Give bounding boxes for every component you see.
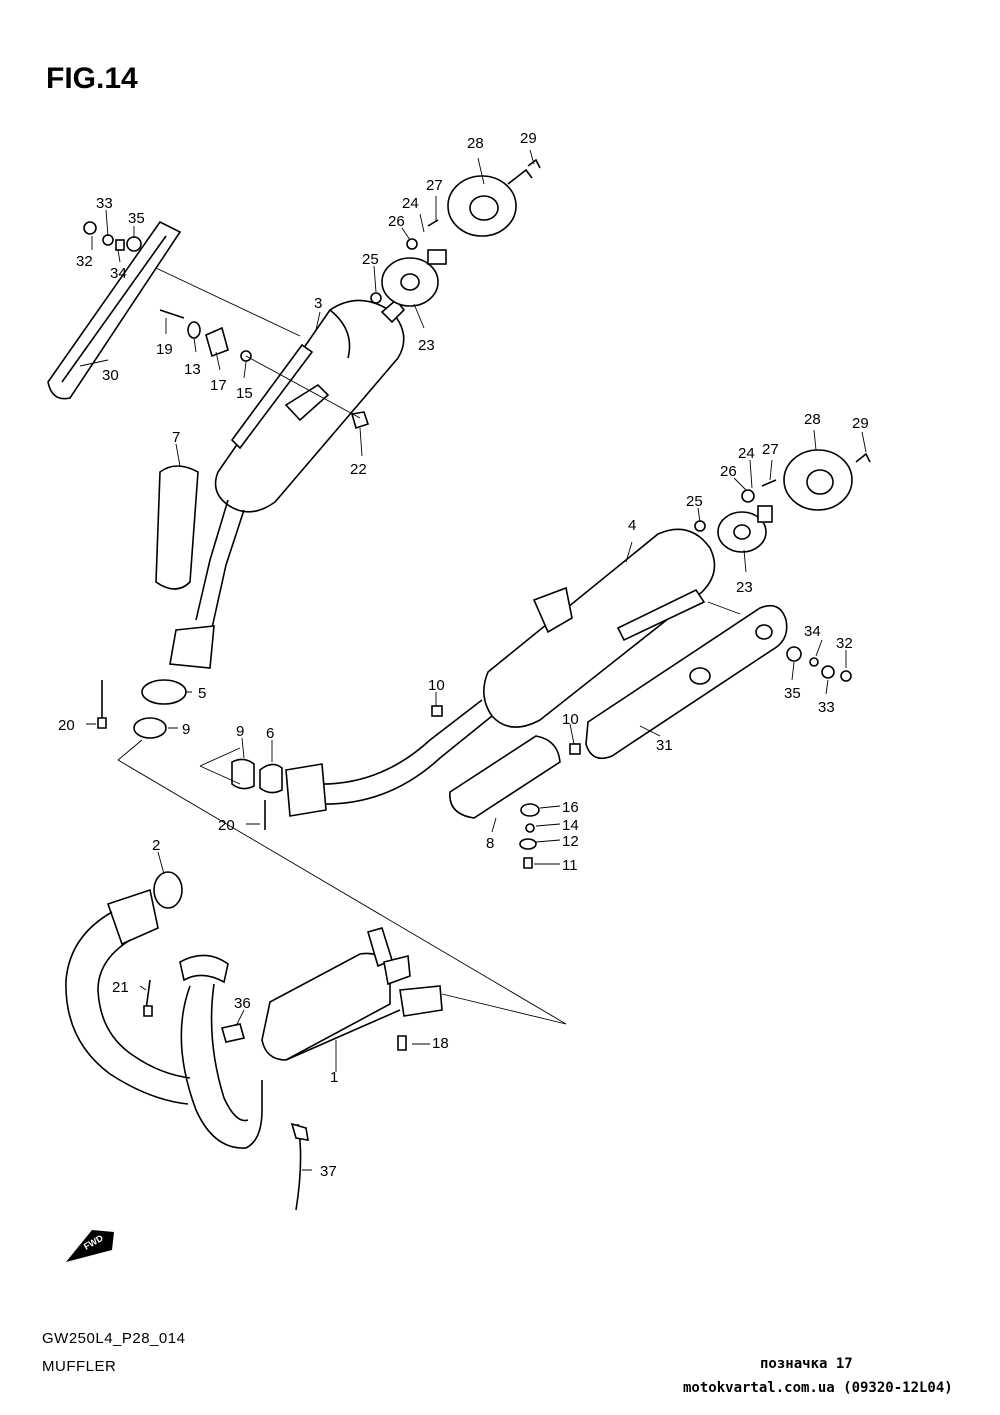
callout-28-right: 28	[804, 411, 821, 428]
callout-34-right: 34	[804, 623, 821, 640]
callout-7: 7	[172, 429, 180, 446]
callout-10-right: 10	[562, 711, 579, 728]
callout-1: 1	[330, 1069, 338, 1086]
callout-36: 36	[234, 995, 251, 1012]
callout-22: 22	[350, 461, 367, 478]
callout-10: 10	[428, 677, 445, 694]
callout-23-right: 23	[736, 579, 753, 596]
callout-9-right: 9	[236, 723, 244, 740]
flange-23-right	[717, 511, 767, 553]
figure-title: FIG.14	[46, 62, 138, 95]
muffler-bracket	[230, 343, 314, 450]
callout-29-right: 29	[852, 415, 869, 432]
callout-14: 14	[562, 817, 579, 834]
exhaust-pipe-assembly	[65, 267, 741, 1211]
end-cap-28-right	[783, 449, 853, 511]
callout-26: 26	[388, 213, 405, 230]
gasket-2	[153, 871, 183, 909]
callout-13: 13	[184, 361, 201, 378]
callout-25-right: 25	[686, 493, 703, 510]
callout-30: 30	[102, 367, 119, 384]
pipe-joint-right	[285, 763, 327, 817]
callout-32: 32	[76, 253, 93, 270]
callout-31: 31	[656, 737, 673, 754]
callout-5: 5	[198, 685, 206, 702]
callout-28: 28	[467, 135, 484, 152]
callout-34: 34	[110, 265, 127, 282]
callout-3: 3	[314, 295, 322, 312]
stamp-site: motokvartal.com.ua (09320-12L04)	[683, 1380, 953, 1396]
diagram-code: GW250L4_P28_014	[42, 1330, 186, 1347]
callout-33: 33	[96, 195, 113, 212]
catalyst-body-1	[261, 952, 391, 1061]
callout-20-right: 20	[218, 817, 235, 834]
callout-23: 23	[418, 337, 435, 354]
muffler-right-assembly	[199, 449, 871, 869]
heat-shield-31	[585, 604, 788, 760]
flange-23	[381, 257, 439, 307]
callout-12: 12	[562, 833, 579, 850]
heat-cover-7	[155, 465, 199, 590]
end-cap-28	[447, 175, 517, 237]
heat-cover-8	[449, 735, 561, 819]
stamp-mark: позначка 17	[760, 1356, 853, 1372]
muffler-body-4	[483, 528, 716, 728]
callout-16: 16	[562, 799, 579, 816]
callout-35-right: 35	[784, 685, 801, 702]
callout-37: 37	[320, 1163, 337, 1180]
clamp-6	[259, 763, 283, 794]
diagram-name: MUFFLER	[42, 1358, 117, 1375]
callout-numbers: 28 29 33 35 27 24 26 32 34 25 3 19 23 30…	[58, 130, 869, 1180]
callout-17: 17	[210, 377, 227, 394]
callout-24-right: 24	[738, 445, 755, 462]
callout-8: 8	[486, 835, 494, 852]
callout-32-right: 32	[836, 635, 853, 652]
callout-11: 11	[562, 857, 578, 874]
callout-27-right: 27	[762, 441, 779, 458]
gasket-9	[133, 717, 167, 739]
callout-25: 25	[362, 251, 379, 268]
callout-2: 2	[152, 837, 160, 854]
callout-33-right: 33	[818, 699, 835, 716]
callout-9: 9	[182, 721, 190, 738]
callout-19: 19	[156, 341, 173, 358]
pipe-joint	[169, 625, 215, 669]
callout-26-right: 26	[720, 463, 737, 480]
callout-18: 18	[432, 1035, 449, 1052]
fwd-arrow-icon: FWD	[66, 1230, 114, 1262]
callout-15: 15	[236, 385, 253, 402]
callout-29: 29	[520, 130, 537, 147]
muffler-left-assembly	[47, 158, 541, 739]
callout-4: 4	[628, 517, 636, 534]
clamp-5	[141, 679, 187, 705]
callout-27: 27	[426, 177, 443, 194]
callout-24: 24	[402, 195, 419, 212]
callout-35: 35	[128, 210, 145, 227]
callout-21: 21	[112, 979, 129, 996]
callout-20: 20	[58, 717, 75, 734]
gasket-9-right	[231, 758, 255, 790]
callout-6: 6	[266, 725, 274, 742]
leader-lines	[79, 149, 867, 1171]
